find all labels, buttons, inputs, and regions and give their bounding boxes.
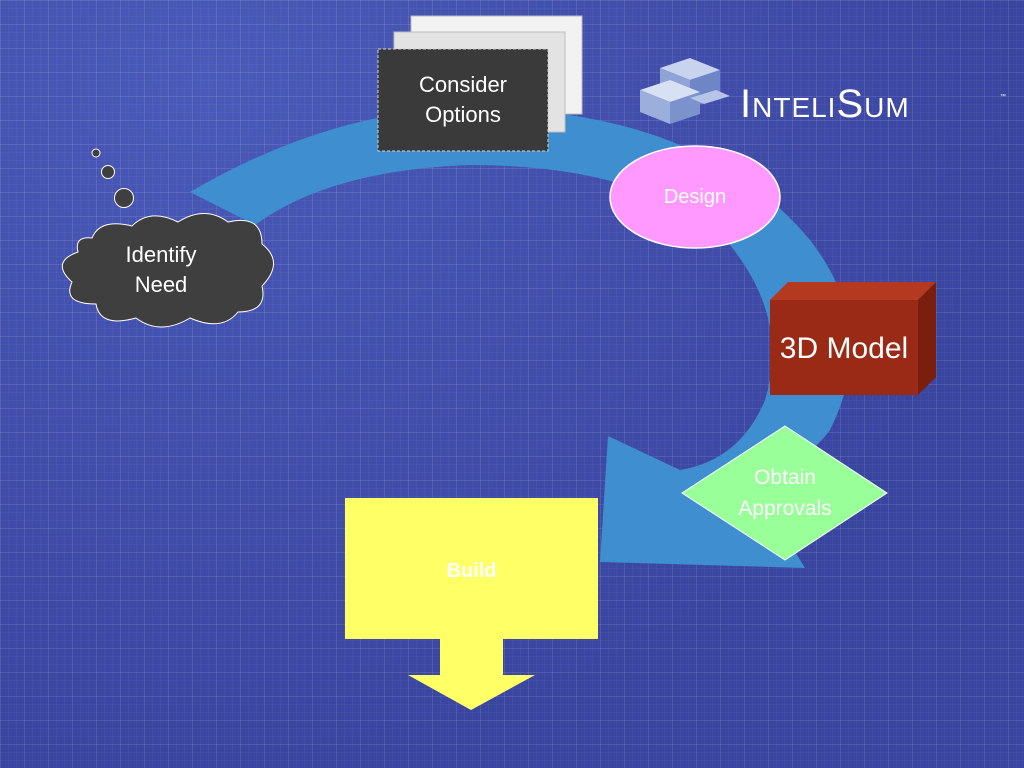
build-down-arrow <box>408 639 535 710</box>
consider-options-line1: Consider <box>418 72 508 97</box>
consider-options-line2: Options <box>425 102 501 127</box>
intelisum-trademark: ™ <box>1000 94 1006 100</box>
identify-need-line1: Identify <box>125 242 197 267</box>
thought-dot-large <box>114 188 134 208</box>
obtain-approvals-diamond <box>681 425 888 561</box>
identify-need-cloud <box>62 213 274 328</box>
thought-dot-medium <box>101 165 115 179</box>
identify-need-label: Identify Need <box>80 228 242 312</box>
model-3d-front-face <box>770 300 918 395</box>
obtain-approvals-line1: Obtain <box>754 466 816 489</box>
intelisum-logo-mark <box>640 58 730 124</box>
build-label: Build <box>446 559 497 582</box>
model-3d-top-face <box>770 282 936 300</box>
obtain-approvals-line2: Approvals <box>738 497 832 520</box>
thought-dot-small <box>91 148 101 158</box>
model-3d-label: 3D Model <box>779 332 909 365</box>
consider-options-box <box>377 48 549 152</box>
intelisum-wordmark: InteliSum <box>740 82 910 126</box>
design-label: Design <box>663 185 727 208</box>
identify-need-line2: Need <box>134 272 188 297</box>
model-3d-side-face <box>918 282 936 395</box>
design-ellipse <box>609 145 781 249</box>
consider-options-label: Consider Options <box>378 49 548 151</box>
obtain-approvals-label: Obtain Approvals <box>700 460 870 526</box>
build-box <box>345 498 598 639</box>
